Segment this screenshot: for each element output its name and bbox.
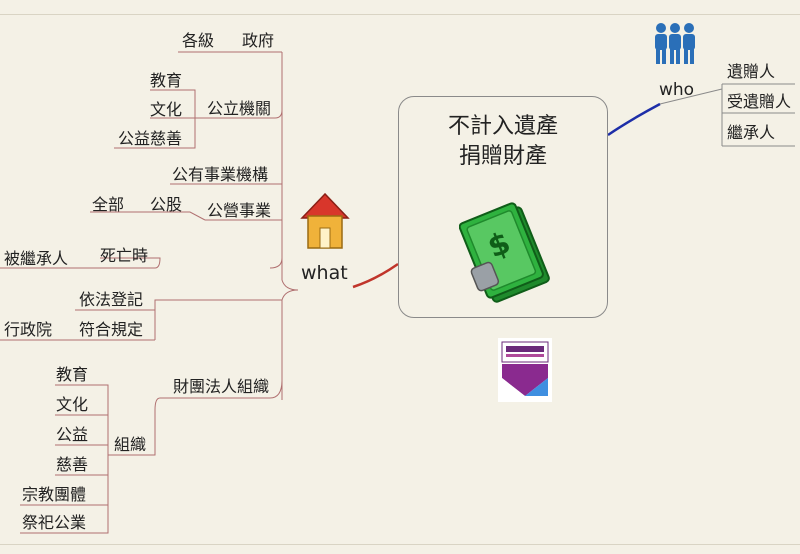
money-icon: $ (459, 202, 550, 303)
top-border (0, 14, 800, 15)
central-topic[interactable]: 不計入遺產 捐贈財產 $ (398, 96, 608, 318)
label-exec-yuan: 行政院 (4, 320, 53, 339)
label-org-religion: 宗教團體 (22, 485, 87, 504)
label-org-public: 公益 (56, 425, 89, 444)
who-item-heir: 繼承人 (727, 123, 776, 142)
label-public-business: 公營事業 (207, 201, 272, 220)
label-all: 全部 (92, 195, 125, 214)
label-charity: 公益慈善 (118, 129, 183, 148)
what-connector (352, 262, 399, 289)
label-shares: 公股 (150, 195, 183, 214)
label-public-enterprise-agency: 公有事業機構 (172, 165, 269, 184)
what-label: what (301, 262, 348, 284)
central-title-line2: 捐贈財產 (458, 144, 547, 169)
brand-logo-graphic (501, 341, 549, 396)
who-label: who (659, 80, 695, 100)
label-organization: 組織 (114, 435, 147, 454)
people-icon (655, 23, 695, 64)
brand-logo (498, 338, 552, 402)
who-item-beneficiary: 受遺贈人 (727, 92, 792, 111)
label-org-edu: 教育 (56, 365, 89, 384)
label-decedent: 被繼承人 (4, 249, 69, 268)
label-gov-level: 各級 (182, 31, 215, 50)
label-public-agency: 公立機關 (207, 99, 272, 118)
label-org-ancestral: 祭祀公業 (22, 513, 87, 532)
who-connector (607, 102, 661, 137)
bottom-border (0, 544, 800, 545)
label-at-death: 死亡時 (100, 246, 149, 265)
central-title-line1: 不計入遺產 (447, 114, 558, 139)
house-icon (300, 192, 350, 249)
label-foundation: 財團法人組織 (173, 377, 270, 396)
label-gov: 政府 (242, 31, 275, 50)
label-culture: 文化 (150, 100, 183, 119)
label-compliant: 符合規定 (79, 320, 144, 339)
who-item-bequeather: 遺贈人 (727, 62, 776, 81)
label-org-culture: 文化 (56, 395, 89, 414)
label-legal-register: 依法登記 (79, 290, 144, 309)
what-tree-lines (0, 51, 299, 534)
label-edu: 教育 (150, 71, 183, 90)
label-org-charity: 慈善 (56, 455, 89, 474)
who-branch-line (659, 88, 723, 105)
